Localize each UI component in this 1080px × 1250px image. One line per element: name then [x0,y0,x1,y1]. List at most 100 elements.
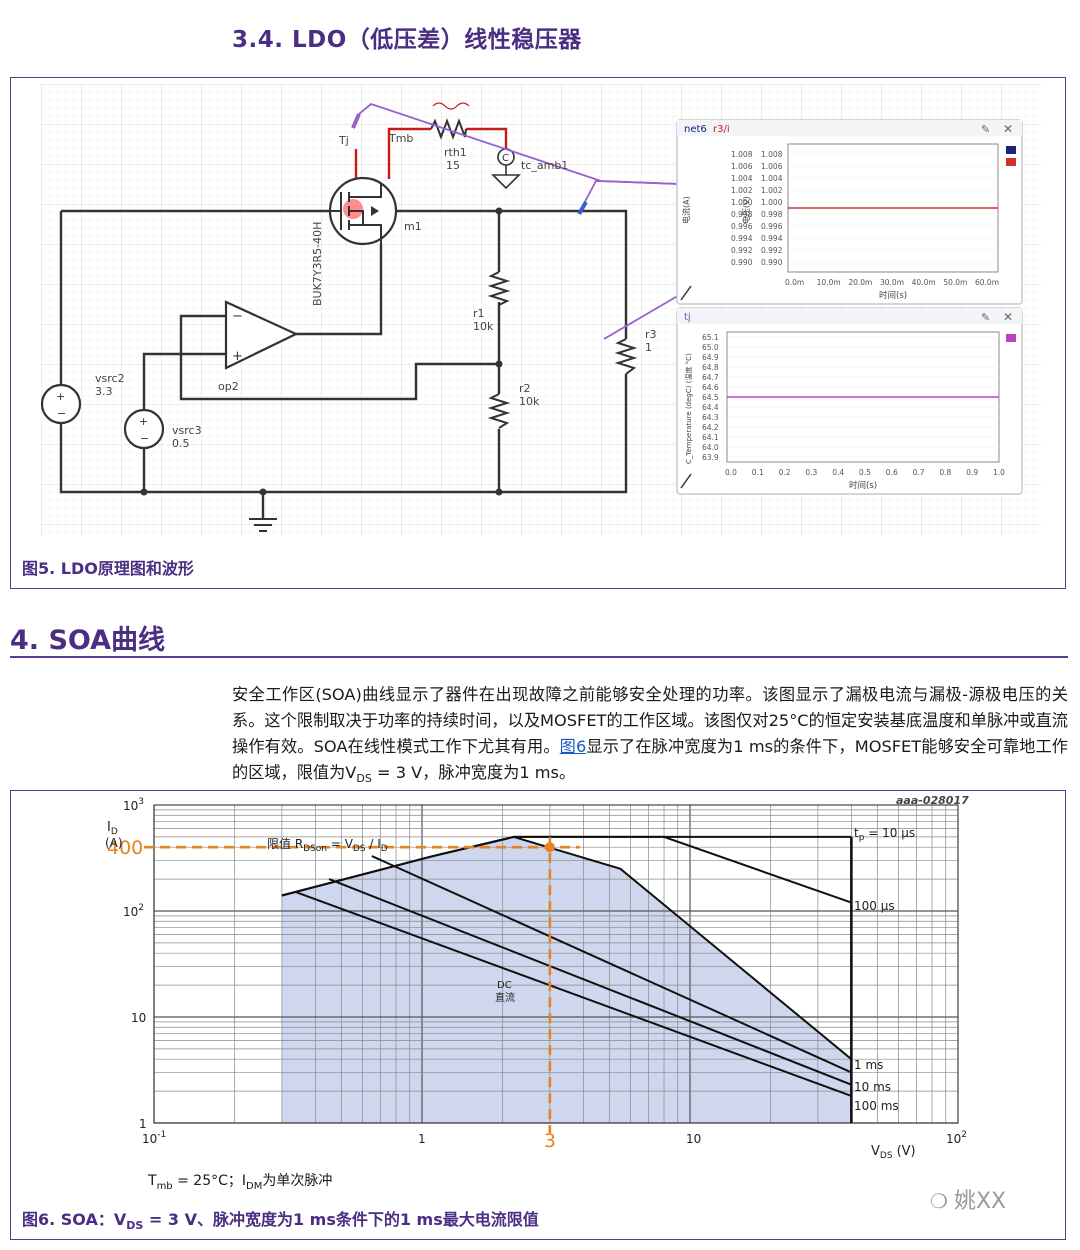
m1-label: m1 [404,220,422,233]
ytick-label: 1.006 [731,162,753,171]
ground-icon [249,518,277,532]
svg-text:+: + [56,390,65,403]
ytick-label: 1.004 [731,174,753,183]
xtick-label: 40.0m [912,278,936,287]
thermal-wires [354,127,508,179]
ytick-label: 1.000 [731,198,753,207]
tj-label: Tj [338,134,349,147]
ytick-label: 10 [131,1011,146,1025]
panel-top-grid [788,153,998,263]
xtick-label: 0.1 [752,468,764,477]
svg-text:−: − [140,432,149,445]
figure-5-caption: 图5. LDO原理图和波形 [22,559,194,578]
ytick-label: 1.002 [761,186,783,195]
resize-handle-icon-2[interactable] [680,473,692,489]
mosfet-m1[interactable] [328,176,398,246]
mosfet-part-label: BUK7Y3R5-40H [311,222,324,306]
r1-label: r1 [473,307,485,320]
r3-value: 1 [645,341,652,354]
dc-label-cn: 直流 [495,991,515,1004]
legend-swatch-3 [1006,334,1016,342]
xtick-label: 60.0m [975,278,999,287]
xtick-label: 0.4 [832,468,844,477]
waveform-panel-tj[interactable]: tj ✎ ✕ 65.165.064.964.864.764.664.564.46… [676,307,1023,495]
ytick-label: 102 [123,903,144,919]
section-title: 3.4. LDO（低压差）线性稳压器 [232,27,582,53]
curve-label-1ms: 1 ms [854,1058,883,1072]
ytick-label: 65.1 [702,333,719,342]
r1-resistor [487,271,511,306]
ytick-label: 64.4 [702,403,719,412]
xtick-label: 102 [946,1130,967,1146]
ytick-label: 1.000 [761,198,783,207]
ytick-label: 0.996 [731,222,753,231]
figure-5-box: C − + + − [10,77,1066,589]
xtick-label: 20.0m [848,278,872,287]
soa-paragraph: 安全工作区(SOA)曲线显示了器件在出现故障之前能够安全处理的功率。该图显示了漏… [232,682,1068,792]
ytick-label: 0.996 [761,222,783,231]
ytick-label: 64.7 [702,373,719,382]
xtick-label: 30.0m [880,278,904,287]
series-1-ms [281,835,852,1060]
svg-text:C: C [502,153,509,164]
curve-label-100us: 100 μs [854,899,895,913]
xtick-label: 0.8 [939,468,951,477]
ytick-label: 1.008 [731,150,753,159]
opamp-op2[interactable]: − + [224,300,299,370]
wechat-icon: ❍ [930,1189,948,1213]
ytick-label: 1 [139,1117,147,1131]
xtick-label: 10 [686,1132,701,1146]
legend-swatch-2 [1006,158,1016,166]
heat-wave-icon [432,102,470,110]
rdson-limit-label: 限值 RDSon = VDS / ID [267,836,388,854]
ytick-label: 0.992 [761,246,783,255]
vsrc2-source[interactable]: + − [41,383,82,425]
highlight-voltage-label: 3 [544,1130,556,1152]
resize-handle-icon[interactable] [680,285,692,301]
soa-safe-area [281,836,852,1123]
xtick-label: 10.0m [817,278,841,287]
pin-icon[interactable]: ✎ [981,123,990,136]
panel-bottom-xlabel: 时间(s) [849,480,877,491]
tc-amb1-label: tc_amb1 [521,159,568,172]
ldo-schematic: C − + + − [41,84,1041,536]
highlight-current-label: 400 [107,837,143,859]
vsrc3-source[interactable]: + − [123,408,165,450]
watermark: ❍姚XX [930,1189,1007,1214]
panel-top-ylabel2: 电压(V) [741,196,751,224]
y-axis-unit: (A) [105,836,123,850]
ytick-label: 64.1 [702,433,719,442]
paragraph-text-1: 安全工作区(SOA)曲线显示了器件在出现故障之前能够安全处理的功率。该图显示了漏… [232,685,1068,756]
panel-bottom-title: tj [684,312,691,323]
close-icon-2[interactable]: ✕ [1003,310,1013,324]
close-icon[interactable]: ✕ [1003,122,1013,136]
xtick-label: 0.3 [805,468,817,477]
xtick-label: 0.0 [725,468,737,477]
xtick-label: 1 [418,1132,426,1146]
svg-text:−: − [232,309,243,324]
figure-6-link[interactable]: 图6 [559,737,587,756]
ytick-label: 64.3 [702,413,719,422]
paragraph-text-3: = 3 V，脉冲宽度为1 ms。 [371,763,576,782]
panel-bottom-ylabel: C_Temperature (degC) (温度 °C) [684,353,693,464]
svg-text:+: + [139,415,148,428]
ytick-label: 0.994 [761,234,783,243]
ytick-label: 65.0 [702,343,719,352]
panel-bottom-yticks: 65.165.064.964.864.764.664.564.464.364.2… [702,333,719,462]
ytick-label: 64.8 [702,363,719,372]
xtick-label: 50.0m [943,278,967,287]
thermal-ground-icon [491,165,521,190]
curve-label-100ms: 100 ms [854,1099,899,1113]
xtick-label: 0.7 [913,468,925,477]
ytick-label: 1.008 [761,150,783,159]
panel-top-xlabel: 时间(s) [879,290,907,301]
pin-icon-2[interactable]: ✎ [981,311,990,324]
xtick-label: 0.9 [966,468,978,477]
